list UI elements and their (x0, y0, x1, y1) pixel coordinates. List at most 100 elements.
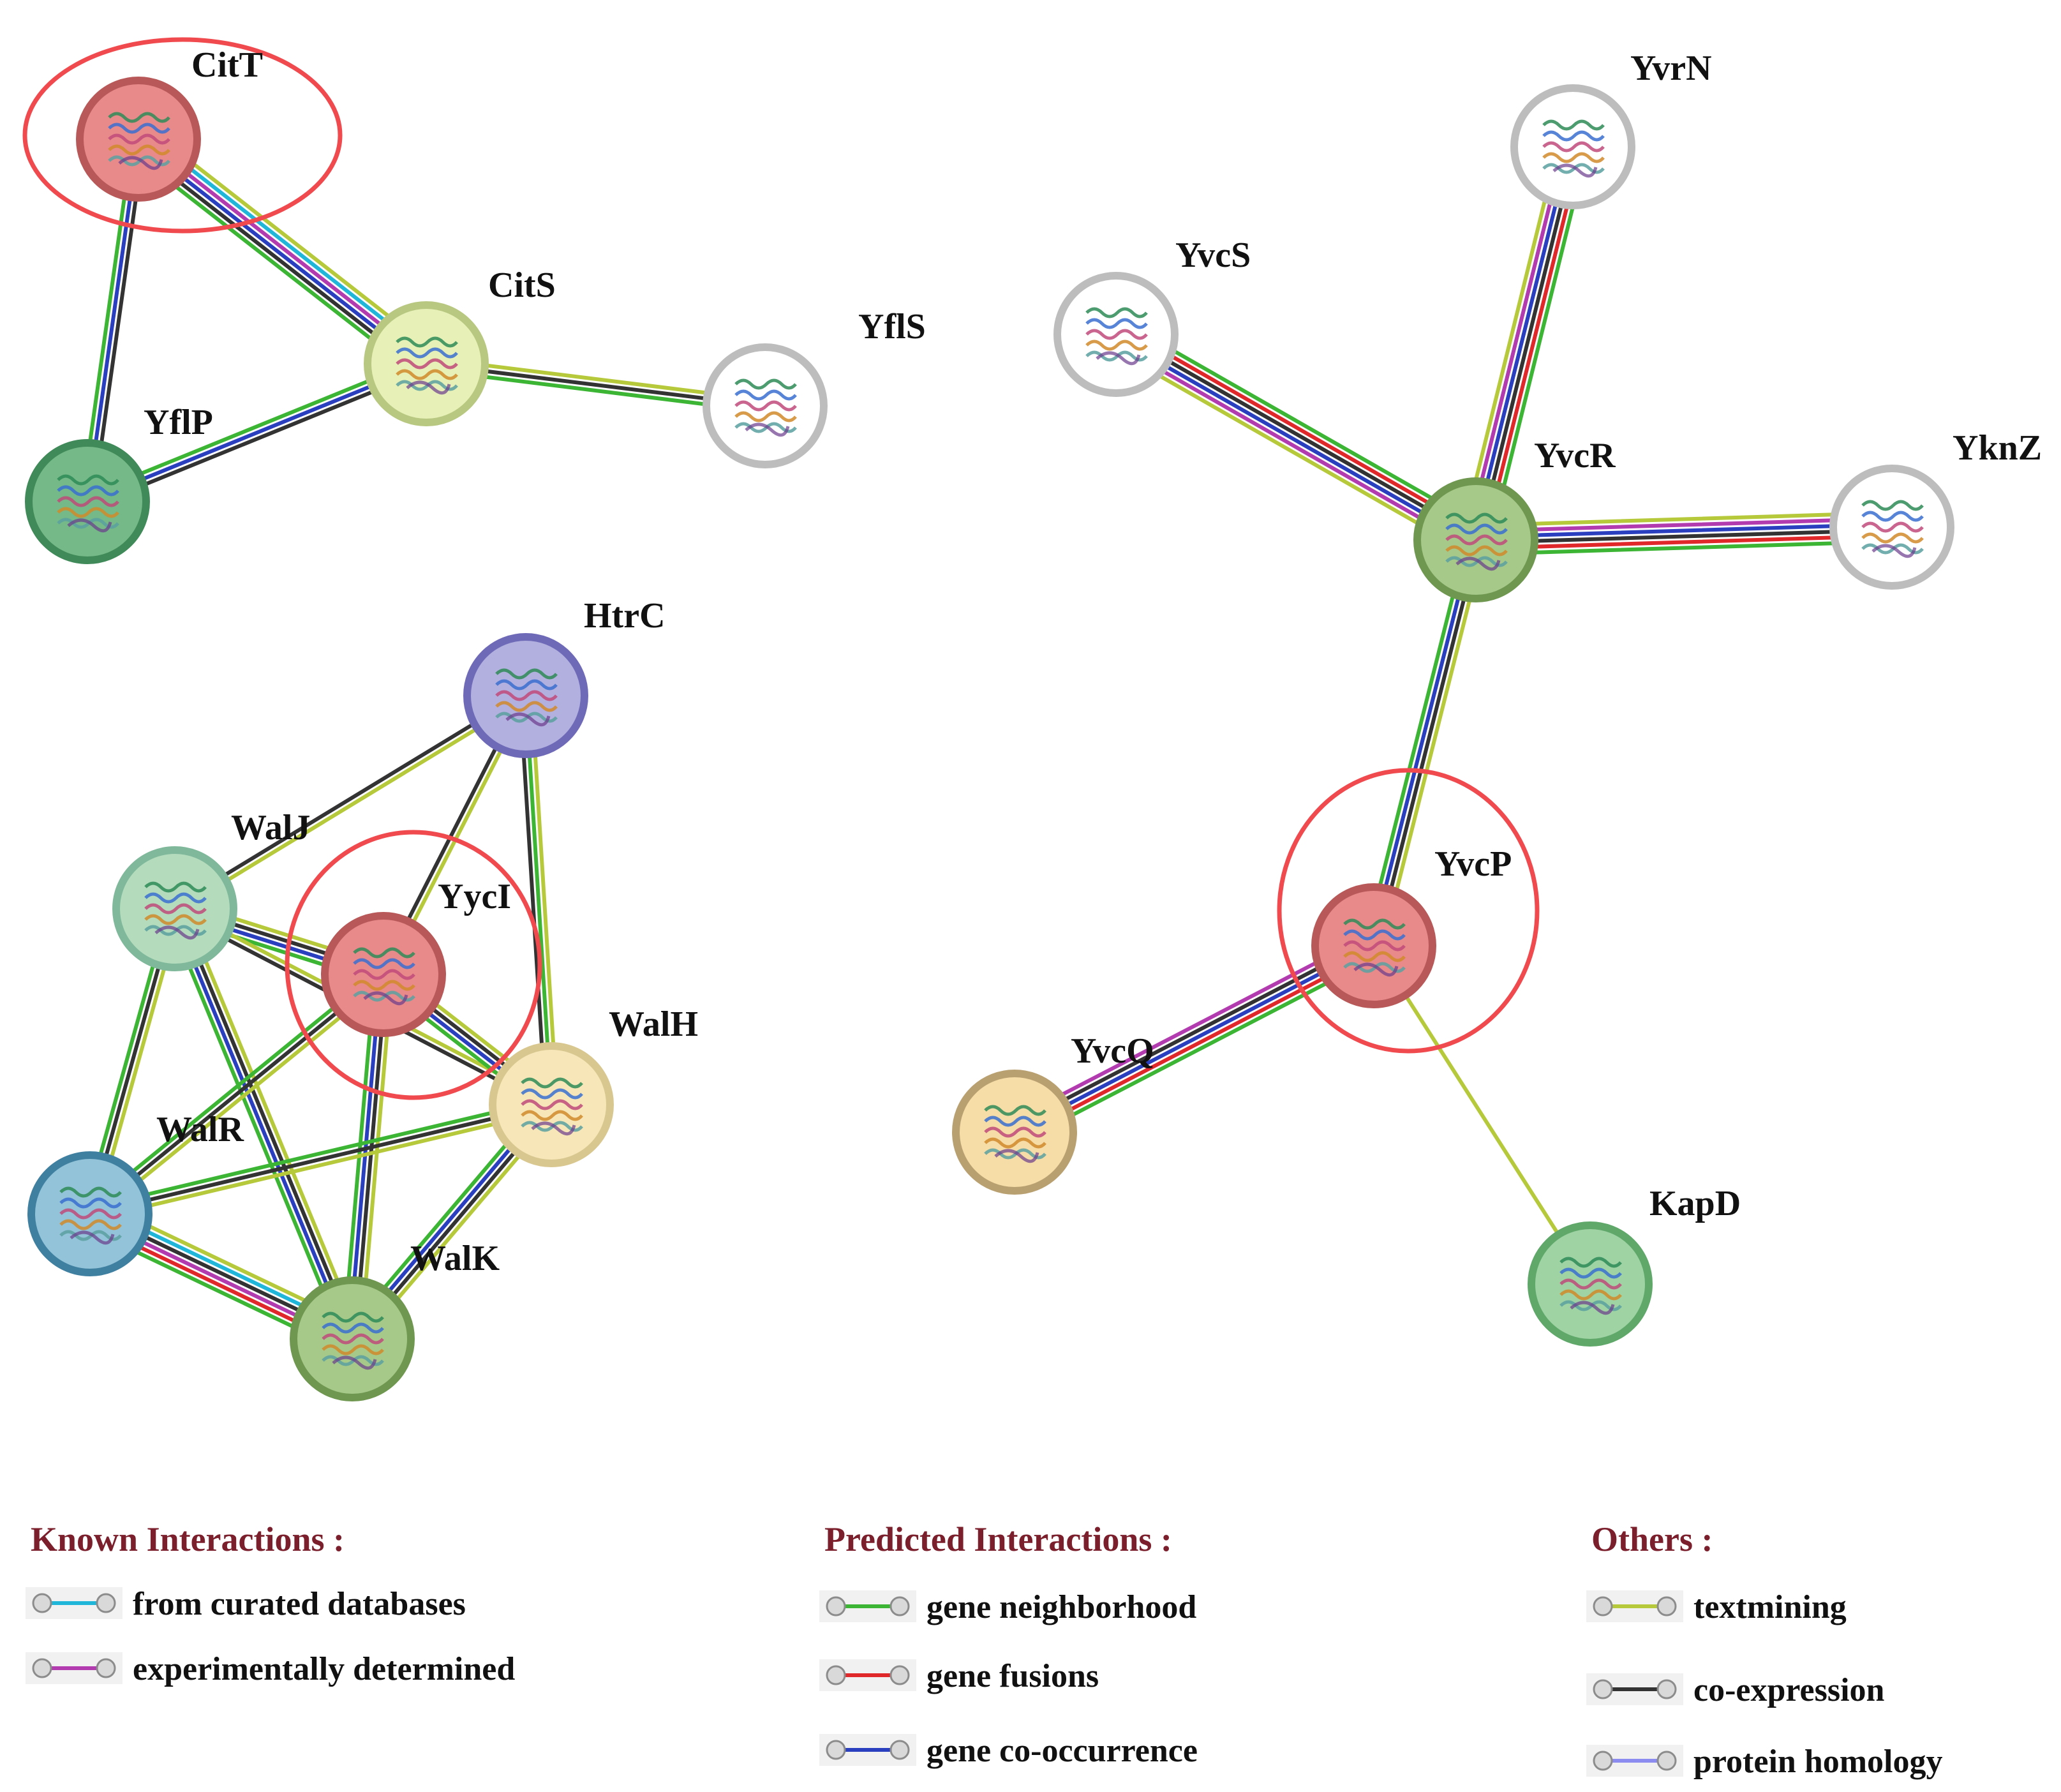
legend-group-0: Known Interactions : from curated databas… (26, 1520, 515, 1687)
legend-title: Known Interactions : (31, 1520, 345, 1558)
node-label-KapD: KapD (1649, 1184, 1741, 1223)
legend-swatch-dot-left (32, 1658, 52, 1678)
edge-line-textmining (174, 696, 530, 913)
node-YvcQ[interactable]: YvcQ (952, 1031, 1154, 1195)
node-YvcS[interactable]: YvcS (1053, 235, 1251, 397)
node-label-HtrC: HtrC (584, 596, 666, 636)
node-YflS[interactable]: YflS (703, 307, 926, 468)
node-YycI[interactable]: YycI (321, 877, 511, 1037)
node-label-WalH: WalH (609, 1004, 698, 1044)
edge-line-textmining (91, 976, 389, 1220)
protein-structure-icon (144, 881, 207, 940)
legend-item: gene fusions (819, 1658, 1099, 1694)
edge-line-coexpression (88, 1103, 553, 1216)
legend-item: experimentally determined (26, 1651, 515, 1687)
legend-swatch-dot-right (1656, 1751, 1677, 1771)
edge-line-fusion (1482, 147, 1584, 544)
edge-line-neighborhood (84, 968, 382, 1212)
edge-WalJ-WalK (165, 903, 362, 1345)
legend-label-curated: from curated databases (133, 1586, 466, 1622)
node-HtrC[interactable]: HtrC (463, 596, 666, 758)
edge-HtrC-WalH (518, 693, 559, 1107)
edge-line-neighborhood (165, 910, 346, 1345)
edge-line-coexpression (1374, 539, 1481, 949)
highlight-ellipse-YvcP (1277, 768, 1540, 1054)
legend: Known Interactions : from curated databas… (26, 1520, 1943, 1780)
legend-group-1: Predicted Interactions :gene neighborhoo… (819, 1520, 1198, 1769)
legend-swatch-dot-left (826, 1665, 846, 1685)
protein-structure-icon (1861, 500, 1924, 558)
highlight-layer (22, 37, 1540, 1100)
protein-structure-icon (396, 336, 458, 395)
edge-YvcR-YvcP (1363, 535, 1487, 950)
edge-line-experimental (1007, 934, 1371, 1124)
node-YflP[interactable]: YflP (25, 403, 213, 564)
edge-HtrC-WalJ (171, 691, 530, 913)
node-YvcR[interactable]: YvcR (1413, 436, 1616, 602)
node-YknZ[interactable]: YknZ (1829, 428, 2042, 590)
edge-line-cooccurrence (1473, 522, 1894, 539)
edge-line-cooccurrence (1112, 334, 1477, 544)
edge-line-coexpression (1474, 528, 1894, 545)
legend-swatch-dot-right (1656, 1596, 1677, 1617)
legend-label-experimental: experimentally determined (133, 1651, 515, 1687)
node-label-YvcS: YvcS (1175, 235, 1251, 275)
legend-item: co-expression (1586, 1672, 1885, 1708)
legend-swatch-dot-right (1656, 1679, 1677, 1699)
edge-line-cooccurrence (1369, 537, 1475, 947)
node-YvrN[interactable]: YvrN (1510, 49, 1712, 209)
legend-swatch-dot-left (826, 1740, 846, 1760)
edge-line-neighborhood (1018, 953, 1381, 1144)
legend-swatch-dot-right (889, 1665, 910, 1685)
protein-structure-icon (57, 474, 119, 533)
nodes-layer: CitT CitS YflP YflS YvrN YvcS YvcR YknZ HtrC WalJ… (25, 45, 2042, 1401)
node-WalK[interactable]: WalK (290, 1239, 500, 1401)
legend-swatch-dot-left (1593, 1596, 1613, 1617)
legend-item: protein homology (1586, 1743, 1943, 1780)
node-YvcP[interactable]: YvcP (1311, 844, 1512, 1008)
edge-YycI-WalR (84, 968, 389, 1220)
highlight-ellipse-CitT (22, 37, 343, 234)
edge-YvcR-YvcS (1106, 320, 1485, 555)
edge-line-coexpression (175, 906, 357, 1340)
edge-line-experimental (1110, 340, 1474, 549)
node-label-YvcR: YvcR (1534, 436, 1616, 475)
legend-swatch-dot-left (826, 1596, 846, 1617)
legend-swatch-dot-left (1593, 1679, 1613, 1699)
edge-YvcP-YvcQ (1007, 934, 1381, 1144)
edge-line-neighborhood (524, 694, 553, 1107)
edge-line-neighborhood (1487, 148, 1589, 546)
highlight-ellipse-YycI (285, 830, 542, 1100)
edge-line-textmining (1460, 141, 1561, 539)
node-WalH[interactable]: WalH (489, 1004, 698, 1167)
protein-structure-icon (59, 1186, 122, 1245)
edge-line-textmining (1473, 511, 1894, 528)
edge-line-experimental (1473, 516, 1894, 534)
node-CitS[interactable]: CitS (364, 265, 556, 426)
node-label-YflS: YflS (858, 307, 926, 347)
edge-line-cooccurrence (1013, 944, 1376, 1134)
edge-YvcR-YknZ (1473, 511, 1894, 556)
legend-swatch-dot-left (1593, 1751, 1613, 1771)
node-label-YvcQ: YvcQ (1071, 1031, 1154, 1071)
legend-label-coexpression: co-expression (1693, 1672, 1885, 1708)
protein-structure-icon (1445, 512, 1508, 571)
protein-structure-icon (353, 947, 415, 1006)
protein-structure-icon (734, 378, 797, 437)
node-CitT[interactable]: CitT (76, 45, 263, 202)
edge-line-neighborhood (1474, 539, 1894, 556)
protein-structure-icon (521, 1077, 583, 1136)
legend-label-cooccurrence: gene co-occurrence (926, 1733, 1198, 1769)
protein-structure-icon (322, 1311, 384, 1370)
edge-line-textmining (529, 693, 559, 1107)
legend-label-textmining: textmining (1693, 1589, 1847, 1625)
edge-line-fusion (1015, 948, 1379, 1139)
node-KapD[interactable]: KapD (1528, 1184, 1741, 1347)
node-WalR[interactable]: WalR (27, 1110, 244, 1276)
protein-structure-icon (495, 668, 558, 727)
edge-line-cooccurrence (170, 907, 352, 1342)
node-label-WalR: WalR (156, 1110, 244, 1149)
node-WalJ[interactable]: WalJ (112, 808, 310, 971)
edge-line-neighborhood (86, 1097, 552, 1211)
